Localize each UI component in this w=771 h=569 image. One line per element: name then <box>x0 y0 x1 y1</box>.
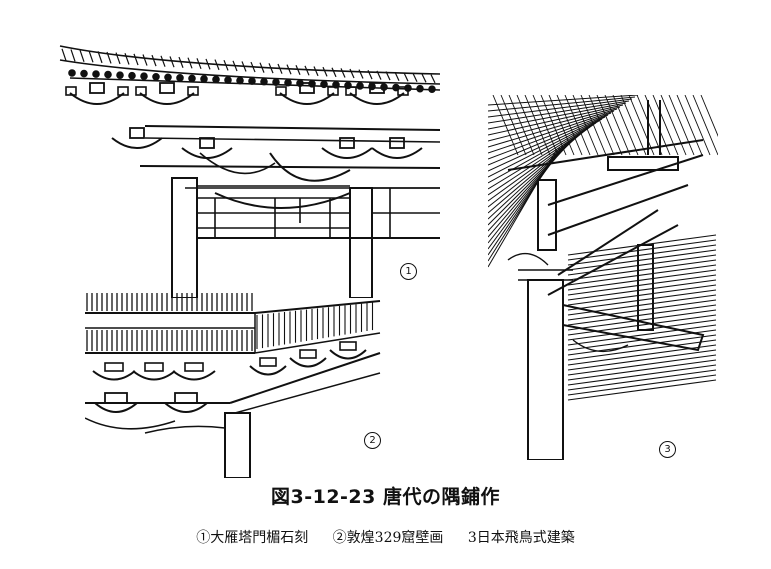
column <box>527 279 564 460</box>
roof-eave-line <box>59 45 440 75</box>
rafter-ends <box>68 69 436 93</box>
column <box>171 177 198 298</box>
figure-caption: ①大雁塔門楣石刻 ②敦煌329窟壁画 3日本飛鳥式建築 <box>0 527 771 547</box>
caption-item-3: 3日本飛鳥式建築 <box>467 530 575 546</box>
figure-title: 図3-12-23 唐代の隅鋪作 <box>271 486 500 508</box>
panel-1-marker: 1 <box>400 263 417 280</box>
panel-1-drawing <box>59 45 440 298</box>
bracket-sets <box>65 82 423 159</box>
panel-1-illustration <box>50 38 440 298</box>
roof-tiles <box>61 48 436 84</box>
panel-3-drawing <box>488 95 718 460</box>
caption-item-2: ②敦煌329窟壁画 <box>332 530 444 546</box>
bracket-block <box>607 156 679 171</box>
caption-item-1: ①大雁塔門楣石刻 <box>196 530 309 546</box>
roof-hatching <box>86 293 374 351</box>
panel-3-marker: 3 <box>659 441 676 458</box>
bracket-post <box>537 179 557 251</box>
roof-boarding <box>488 95 718 268</box>
panel-2-marker: 2 <box>364 432 381 449</box>
column <box>224 412 251 478</box>
bracket-post <box>637 244 654 331</box>
column <box>349 187 373 298</box>
panel-2-drawing <box>85 293 381 478</box>
panel-3-illustration <box>488 95 718 460</box>
wall-siding <box>567 234 717 401</box>
bracket-sets <box>92 341 367 413</box>
panel-2-illustration <box>85 293 385 478</box>
